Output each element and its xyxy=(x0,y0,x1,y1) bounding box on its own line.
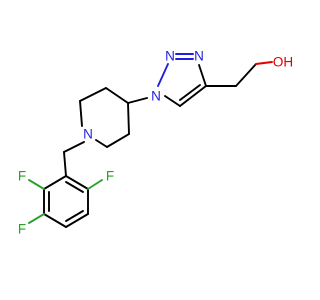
structure-svg: N N N N OH F F F xyxy=(18,49,293,237)
bond-pip-n3 xyxy=(127,97,148,104)
atom-n-triazole-top-right: N xyxy=(194,49,204,64)
bond-pip-c2-n xyxy=(79,100,83,127)
atom-oh: OH xyxy=(273,55,293,70)
bond-ar-c4-c5 xyxy=(65,213,89,228)
bond-pip-n-c6 xyxy=(95,139,108,148)
bond-ar-c1-c2 xyxy=(43,175,67,190)
bond-pip-c4-c3 xyxy=(105,87,129,104)
fluorine-bonds xyxy=(28,179,103,224)
bond-n3-n1 xyxy=(157,63,169,87)
atom-n-triazole-attach: N xyxy=(151,89,161,104)
bond-f-right xyxy=(87,179,103,190)
bond-ar-c6-c1 xyxy=(65,175,89,190)
bond-n-ch2 xyxy=(63,141,85,153)
bond-ch2b-o xyxy=(255,61,273,65)
atom-n-piperidine: N xyxy=(83,127,93,142)
bond-f-top xyxy=(28,179,45,190)
ethanol-chain xyxy=(205,61,273,87)
bond-ar-c4-c5-double xyxy=(65,210,84,222)
molecule-diagram: N N N N OH F F F xyxy=(18,49,293,237)
bond-pip-c3-c2 xyxy=(79,87,107,102)
bond-n2-c4 xyxy=(198,64,207,87)
bond-f-left xyxy=(28,213,45,224)
bond-ch2a-ch2b xyxy=(235,63,257,87)
bond-c4-c5-double xyxy=(179,84,201,101)
bond-ar-c6-c1-double xyxy=(65,181,84,193)
benzyl-linker xyxy=(63,141,85,177)
triazole-ring xyxy=(157,53,207,107)
bond-c5-n3 xyxy=(164,95,181,107)
benzene-ring xyxy=(43,175,89,228)
atom-n-triazole-top: N xyxy=(165,49,175,64)
bond-ar-c3-c4 xyxy=(43,213,67,228)
atom-f-left: F xyxy=(18,222,26,237)
piperidine-ring xyxy=(79,87,148,148)
bond-c4-c5 xyxy=(179,85,207,107)
bond-pip-c5-c4 xyxy=(127,102,130,135)
atom-labels: N N N N OH F F F xyxy=(18,49,293,237)
atom-f-right: F xyxy=(106,169,114,184)
bond-ch2-ring xyxy=(63,151,67,177)
bond-pip-c6-c5 xyxy=(106,133,130,148)
atom-f-top: F xyxy=(18,169,26,184)
